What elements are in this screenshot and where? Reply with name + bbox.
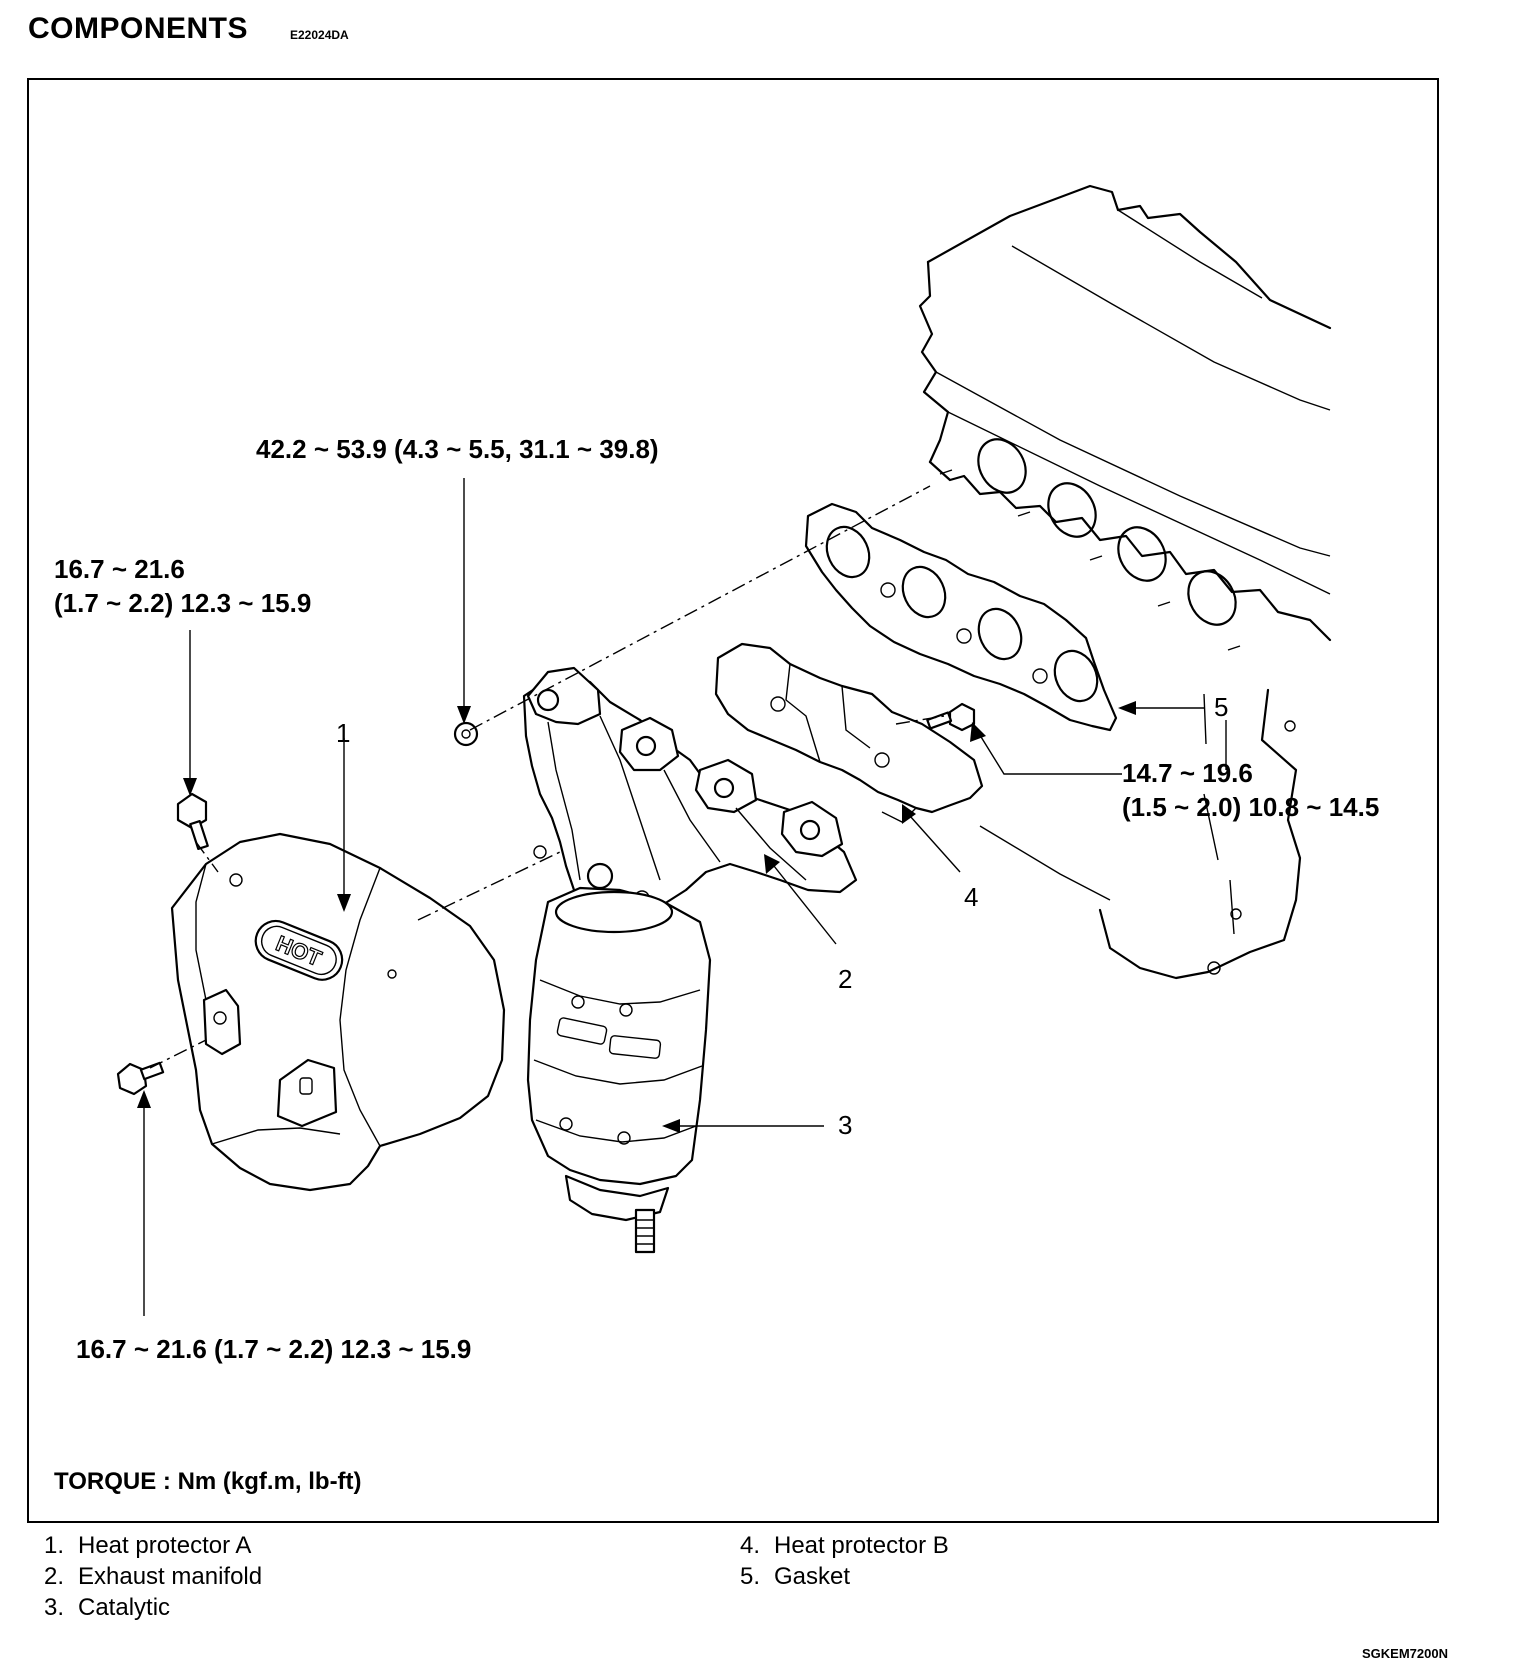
torque-label-bottom-left: 16.7 ~ 21.6 (1.7 ~ 2.2) 12.3 ~ 15.9 bbox=[76, 1334, 472, 1364]
diagram-frame bbox=[27, 78, 1439, 1523]
head-ports bbox=[939, 438, 1241, 651]
legend-right: 4.Heat protector B 5.Gasket bbox=[740, 1530, 949, 1592]
torque-label-upper-left-line2: (1.7 ~ 2.2) 12.3 ~ 15.9 bbox=[54, 588, 312, 618]
torque-unit-note: TORQUE : Nm (kgf.m, lb-ft) bbox=[54, 1468, 362, 1495]
catalytic-converter bbox=[526, 886, 712, 1254]
hot-badge: HOT bbox=[254, 919, 344, 981]
callout-4: 4 bbox=[964, 882, 979, 912]
bolt-heat-protector-a-top bbox=[176, 792, 209, 851]
nut-manifold bbox=[453, 721, 479, 747]
exhaust-manifold bbox=[522, 666, 858, 918]
torque-label-right: 14.7 ~ 19.6 (1.5 ~ 2.0) 10.8 ~ 14.5 bbox=[1122, 756, 1379, 824]
gasket bbox=[804, 502, 1118, 732]
heat-protector-a: HOT bbox=[170, 832, 506, 1192]
figure-code: SGKEM7200N bbox=[1362, 1646, 1448, 1661]
legend-left: 1.Heat protector A 2.Exhaust manifold 3.… bbox=[44, 1530, 262, 1623]
engine-block bbox=[918, 184, 1332, 980]
torque-label-upper-left: 16.7 ~ 21.6 (1.7 ~ 2.2) 12.3 ~ 15.9 bbox=[54, 552, 311, 620]
legend-item: 4.Heat protector B bbox=[740, 1532, 949, 1559]
legend-item: 3.Catalytic bbox=[44, 1594, 171, 1621]
callout-3: 3 bbox=[838, 1110, 853, 1140]
callout-1: 1 bbox=[336, 718, 351, 748]
callout-2: 2 bbox=[838, 964, 853, 994]
torque-label-right-line2: (1.5 ~ 2.0) 10.8 ~ 14.5 bbox=[1122, 792, 1380, 822]
bolt-heat-protector-a-bottom bbox=[116, 1061, 165, 1096]
torque-label-nut: 42.2 ~ 53.9 (4.3 ~ 5.5, 31.1 ~ 39.8) bbox=[256, 434, 659, 464]
legend-item: 2.Exhaust manifold bbox=[44, 1563, 263, 1590]
page-title: COMPONENTS bbox=[28, 12, 249, 45]
torque-label-right-line1: 14.7 ~ 19.6 bbox=[1122, 758, 1253, 788]
leader-lines bbox=[137, 478, 1204, 1316]
legend-item: 5.Gasket bbox=[740, 1563, 851, 1590]
torque-label-upper-left-line1: 16.7 ~ 21.6 bbox=[54, 554, 185, 584]
callout-5: 5 bbox=[1214, 692, 1229, 722]
section-code: E22024DA bbox=[290, 28, 349, 42]
legend-item: 1.Heat protector A bbox=[44, 1532, 252, 1559]
